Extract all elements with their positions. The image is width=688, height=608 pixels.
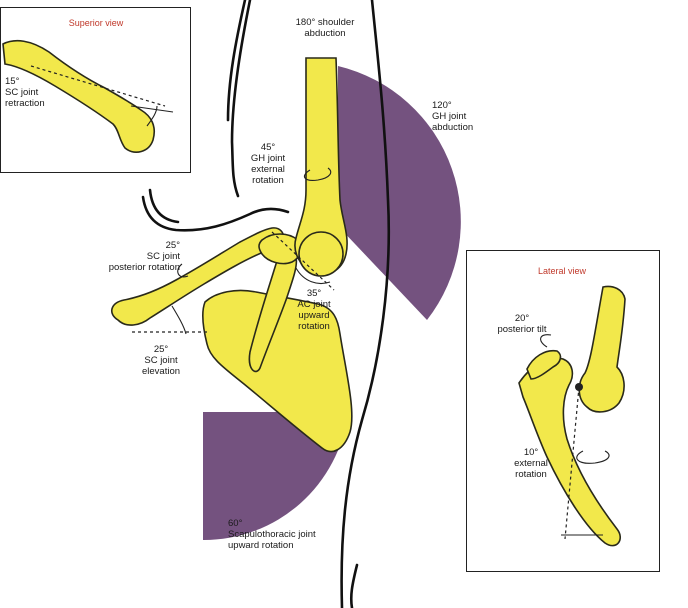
acromion-process xyxy=(258,233,302,265)
superior-sc-retraction-label: 15° SC joint retraction xyxy=(5,76,45,109)
superior-view-drawing xyxy=(2,39,174,153)
clavicle-bone xyxy=(111,227,285,326)
sc-posterior-rotation-arrow xyxy=(177,263,189,278)
humeral-head xyxy=(298,231,344,277)
gh-abduction-label: 120° GH joint abduction xyxy=(432,100,474,133)
body-outline-trunk-line xyxy=(340,0,391,608)
body-outline-trunk-line-2 xyxy=(349,563,359,608)
sc-elevation-angle-arc xyxy=(171,305,187,335)
superior-sc-retraction-reference-line xyxy=(130,105,174,113)
scapulothoracic-range-wedge xyxy=(203,412,348,541)
ac-upward-rotation-label: 35° AC joint upward rotation xyxy=(297,288,331,332)
superior-view-title: Superior view xyxy=(68,18,124,28)
lateral-view-drawing xyxy=(518,285,626,547)
body-outline-neck-left xyxy=(226,0,247,122)
lateral-external-rotation-label: 10° external rotation xyxy=(514,447,548,480)
ac-joint-dashed-line xyxy=(271,231,335,291)
superior-sc-retraction-dashed-line xyxy=(30,65,166,107)
lateral-humerus-bone xyxy=(578,285,626,413)
shoulder-abduction-label: 180° shoulder abduction xyxy=(295,17,355,39)
sc-elevation-label: 25° SC joint elevation xyxy=(141,344,181,377)
lateral-external-rotation-dashed-line xyxy=(564,386,580,540)
lateral-posterior-tilt-label: 20° posterior tilt xyxy=(497,313,547,335)
gh-abduction-range-wedge xyxy=(338,66,461,320)
lateral-view-inset: Lateral view 20° posterior tilt 10° exte… xyxy=(466,250,660,572)
lateral-scapula-bone xyxy=(518,357,621,547)
lateral-acromion-process xyxy=(526,349,562,380)
lateral-external-rotation-arrow xyxy=(576,450,610,464)
scapulothoracic-label: 60° Scapulothoracic joint upward rotatio… xyxy=(228,518,316,551)
sc-posterior-rotation-label: 25° SC joint posterior rotation xyxy=(108,240,180,273)
lateral-posterior-tilt-arrow xyxy=(540,334,552,348)
gh-external-rotation-label: 45° GH joint external rotation xyxy=(250,142,286,186)
superior-clavicle-bone xyxy=(2,39,156,153)
body-outline-back-left xyxy=(230,0,252,198)
scapular-spine xyxy=(248,252,298,373)
body-outline-shoulder-curve-2 xyxy=(148,188,180,224)
gh-external-rotation-arrow xyxy=(303,167,332,181)
body-outline-shoulder-curve xyxy=(141,195,290,232)
superior-sc-retraction-angle-arc xyxy=(146,105,158,127)
lateral-view-title: Lateral view xyxy=(537,266,587,276)
superior-view-inset: Superior view 15° SC joint retraction xyxy=(0,7,191,173)
